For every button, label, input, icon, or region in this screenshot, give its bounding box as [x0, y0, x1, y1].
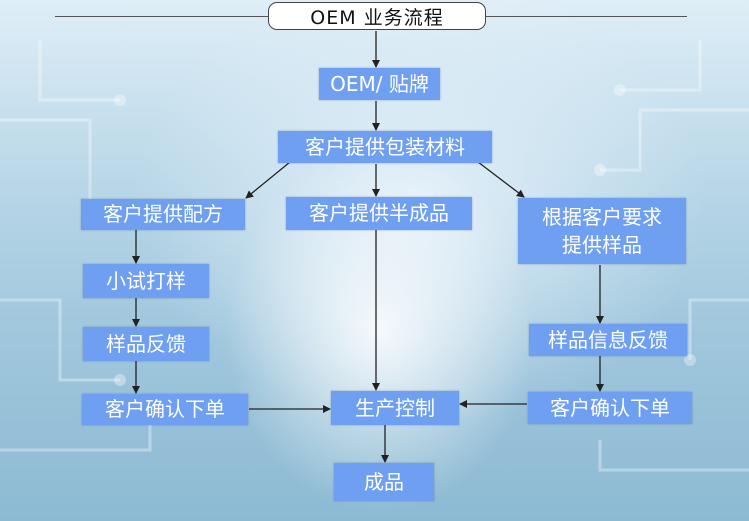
node-production-control: 生产控制 — [331, 391, 459, 425]
node-provide-formula-label: 客户提供配方 — [103, 202, 223, 226]
node-sample-by-request-line2: 提供样品 — [562, 233, 642, 257]
node-confirm-left-label: 客户确认下单 — [105, 397, 225, 421]
node-sample-feedback: 样品反馈 — [83, 327, 209, 361]
node-provide-packaging-label: 客户提供包装材料 — [305, 134, 465, 159]
node-sample-info-feedback: 样品信息反馈 — [529, 324, 687, 356]
node-finished: 成品 — [334, 463, 434, 501]
node-oem: OEM/ 贴牌 — [319, 68, 440, 100]
node-sample-by-request: 根据客户要求 提供样品 — [518, 198, 686, 264]
arrow-packaging-to-formula — [245, 161, 291, 199]
node-trial-label: 小试打样 — [106, 268, 186, 293]
diagram-title: OEM 业务流程 — [268, 2, 486, 30]
node-sample-by-request-line1: 根据客户要求 — [542, 205, 662, 229]
node-trial: 小试打样 — [83, 264, 209, 298]
node-confirm-left: 客户确认下单 — [82, 394, 248, 425]
node-production-control-label: 生产控制 — [355, 395, 435, 420]
node-sample-info-feedback-label: 样品信息反馈 — [548, 327, 668, 352]
node-oem-label: OEM/ 贴牌 — [330, 71, 429, 96]
node-finished-label: 成品 — [364, 469, 404, 494]
node-confirm-right-label: 客户确认下单 — [550, 395, 670, 420]
node-sample-feedback-label: 样品反馈 — [106, 331, 186, 356]
node-provide-formula: 客户提供配方 — [81, 199, 245, 230]
node-confirm-right: 客户确认下单 — [528, 392, 692, 424]
node-provide-semi-label: 客户提供半成品 — [309, 201, 449, 225]
node-provide-semi: 客户提供半成品 — [286, 197, 472, 230]
node-provide-packaging: 客户提供包装材料 — [278, 131, 492, 163]
arrow-packaging-to-request — [477, 161, 525, 198]
